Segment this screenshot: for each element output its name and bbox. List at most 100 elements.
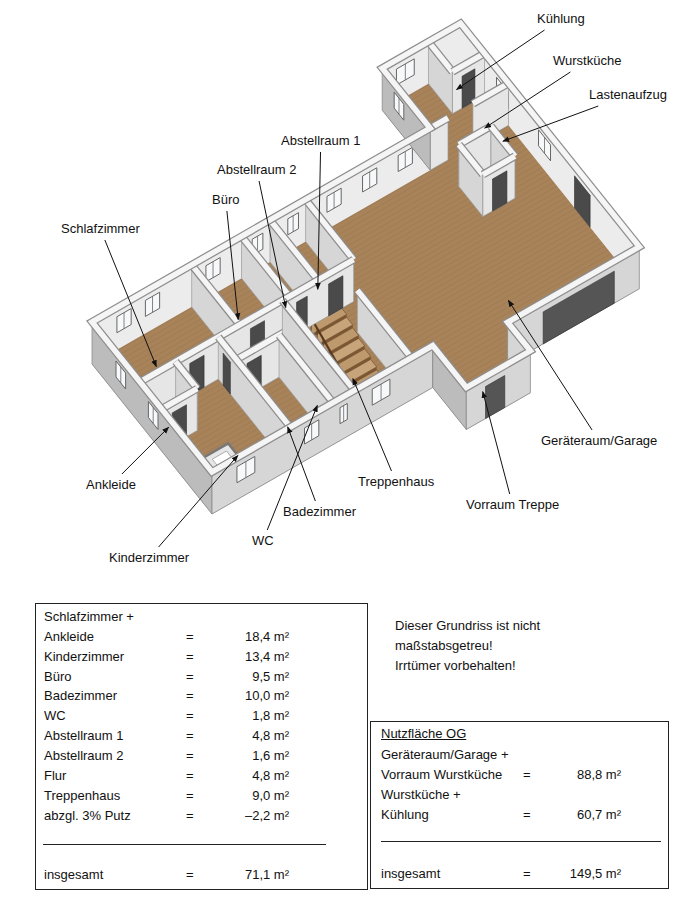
table-cell: = <box>523 767 531 783</box>
table-cell: = <box>186 629 194 645</box>
wall-top-edge <box>491 126 515 156</box>
area-table: Nutzfläche OGGeräteraum/Garage +Vorraum … <box>370 721 669 889</box>
wall-top <box>483 156 515 174</box>
window-pane <box>340 403 347 423</box>
wall-top <box>357 290 411 358</box>
table-cell: Flur <box>44 768 66 784</box>
room-label: Büro <box>212 192 239 208</box>
wall-top-edge <box>242 236 290 296</box>
wall-top-edge <box>306 200 354 260</box>
wall-top-edge <box>270 220 318 280</box>
window-mullion <box>544 137 545 153</box>
room-label: Abstellraum 1 <box>281 133 360 149</box>
wall-top <box>491 126 515 156</box>
wall-top <box>473 83 509 103</box>
window-mullion <box>405 151 406 167</box>
table-cell: Badezimmer <box>44 688 117 704</box>
leader-line <box>227 211 238 320</box>
table-cell: Kinderzimmer <box>44 649 124 665</box>
plank-line <box>168 226 631 491</box>
window-mullion <box>293 216 294 232</box>
plank-line <box>216 286 679 551</box>
window-pane <box>206 258 220 282</box>
wall-top <box>459 126 491 144</box>
table-cell: Kühlung <box>381 807 429 823</box>
outer-wall-tops <box>92 23 639 472</box>
leader-lines <box>105 30 598 547</box>
table-cell: 60,7 m² <box>577 807 621 823</box>
window-mullion <box>245 462 246 478</box>
wall-top-edge <box>218 337 290 427</box>
table-cell: = <box>186 649 194 665</box>
divider-rule <box>381 841 661 842</box>
leader-line <box>353 379 392 471</box>
door <box>492 171 506 211</box>
table-cell: 149,5 m² <box>570 866 621 882</box>
table-cell: = <box>186 688 194 704</box>
wall-top <box>270 220 318 280</box>
table-cell: 9,0 m² <box>252 788 289 804</box>
table-cell: 4,8 m² <box>252 768 289 784</box>
window-mullion <box>153 408 154 424</box>
table-cell: = <box>523 866 531 882</box>
room-label: Treppenhaus <box>358 474 434 490</box>
wall-top-edge <box>176 362 198 389</box>
table-cell: 18,4 m² <box>245 629 289 645</box>
table-cell: Vorraum Wurstküche <box>381 767 502 783</box>
window-mullion <box>152 296 153 312</box>
note-text: Irrtümer vorbehalten! <box>395 656 575 676</box>
partition-face <box>483 156 515 216</box>
leader-line <box>485 72 571 128</box>
table-cell: Geräteraum/Garage + <box>381 747 509 763</box>
wall-top-edge <box>483 156 515 174</box>
table-cell: = <box>186 768 194 784</box>
room-label: WC <box>252 533 274 549</box>
plank-line <box>219 290 682 555</box>
note-text: Dieser Grundriss ist nicht maßstabsgetre… <box>395 616 575 656</box>
table-cell: = <box>186 708 194 724</box>
window-mullion <box>311 424 312 440</box>
wall-top <box>176 362 198 389</box>
table-cell: 1,6 m² <box>252 748 289 764</box>
table-cell: Büro <box>44 669 71 685</box>
window-pane <box>117 309 131 333</box>
exterior-wall-face <box>466 351 530 430</box>
partition-face <box>428 42 452 114</box>
leader-line <box>457 30 545 90</box>
table-cell: Treppenhaus <box>44 788 120 804</box>
table-cell: 1,8 m² <box>252 708 289 724</box>
table-cell: Abstellraum 1 <box>44 728 123 744</box>
plank-line <box>213 282 676 547</box>
partition-face <box>459 145 483 217</box>
door <box>223 353 230 394</box>
leader-line <box>259 181 286 308</box>
window-mullion <box>405 64 406 80</box>
wall-top-edge <box>473 83 509 103</box>
room-label: Kinderzimmer <box>109 550 189 566</box>
wall-top <box>306 200 354 260</box>
table-cell: Schlafzimmer + <box>44 609 134 625</box>
wall-top-edge <box>192 265 240 325</box>
window-mullion <box>334 192 335 208</box>
table-cell: = <box>186 867 194 883</box>
wall-top <box>279 335 333 403</box>
wall-top-edge <box>428 42 452 72</box>
building <box>24 23 694 570</box>
wall-top <box>192 265 240 325</box>
table-cell: 88,8 m² <box>577 767 621 783</box>
wall-top <box>92 23 639 472</box>
window-mullion <box>381 384 382 400</box>
table-cell: = <box>186 669 194 685</box>
table-cell: WC <box>44 708 66 724</box>
wall-top-edge <box>92 23 639 472</box>
table-cell: 71,1 m² <box>245 867 289 883</box>
table-cell: 9,5 m² <box>252 669 289 685</box>
room-label: Abstellraum 2 <box>217 162 296 178</box>
window-mullion <box>213 262 214 278</box>
window-pane <box>363 168 377 192</box>
room-label: Badezimmer <box>283 504 356 520</box>
door <box>329 276 343 316</box>
wall-top <box>218 337 290 427</box>
table-cell: Wurstküche + <box>381 787 461 803</box>
